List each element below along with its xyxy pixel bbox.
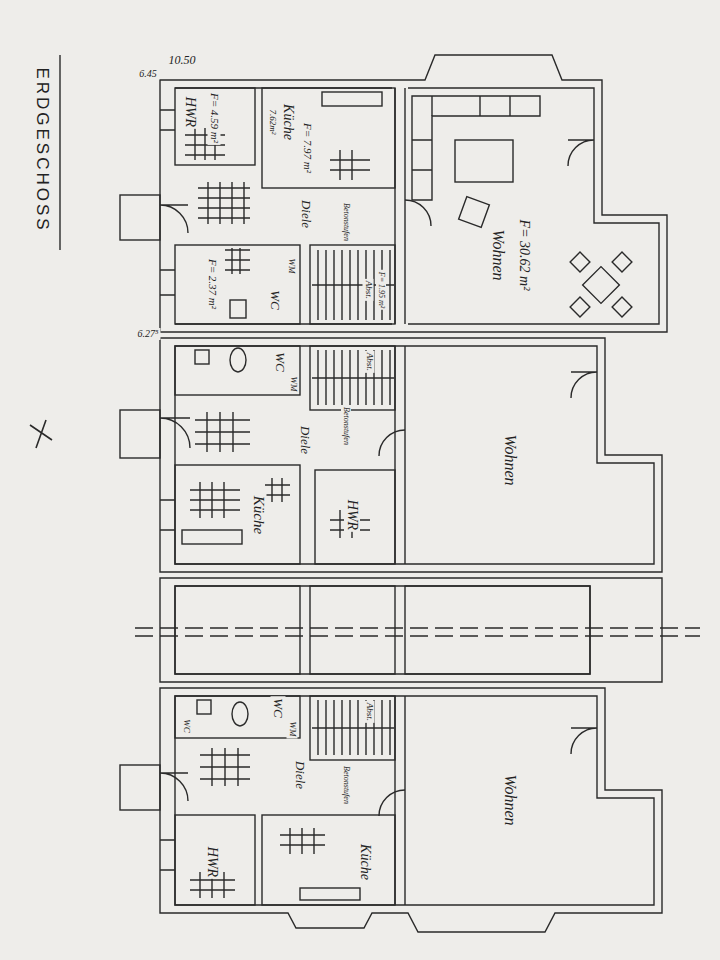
room-label: Diele: [293, 759, 308, 791]
room-label: Abst.: [364, 351, 375, 373]
note-label: Betonstufen: [341, 764, 351, 806]
room-label: WC: [273, 350, 288, 374]
fixture-label: WC: [181, 717, 192, 735]
room-label: Diele: [299, 198, 314, 230]
room-label: HWR: [204, 845, 220, 879]
fixture-label: WM: [286, 257, 297, 276]
area-label: F= 4.59 m²: [208, 91, 221, 145]
room-label: Wohnen: [501, 773, 519, 828]
area-label: F= 7.97 m²: [301, 121, 314, 175]
fixture-label: WM: [287, 720, 298, 739]
dimension: 6.45: [137, 68, 159, 80]
fixture-label: WM: [288, 375, 299, 394]
note-label: Betonstufen: [341, 405, 351, 447]
area-label: F= 30.62 m²: [516, 218, 532, 293]
dimension: 10.50: [167, 53, 198, 67]
room-label: HWR: [344, 498, 360, 532]
room-label: Diele: [298, 424, 313, 456]
room-label: WC: [271, 696, 286, 720]
room-label: Wohnen: [501, 433, 519, 488]
room-label: Wohnen: [489, 228, 507, 283]
room-label: HWR: [182, 95, 198, 129]
room-label: WC: [268, 288, 283, 312]
area-label: F= 2.37 m²: [206, 257, 219, 311]
room-label: Küche: [357, 842, 373, 882]
room-label: Küche: [280, 102, 296, 142]
room-label: Abst.: [364, 701, 375, 723]
room-label: Küche: [250, 494, 267, 536]
room-label: Abst.: [363, 279, 374, 301]
plan-title: ERDGESCHOSS: [33, 65, 52, 234]
note-label: Betonstufen: [341, 201, 351, 243]
area-label: 7.62m²: [267, 108, 278, 137]
dimension: 6.27⁵: [136, 328, 161, 340]
area-label: F= 1.95 m²: [376, 270, 386, 310]
